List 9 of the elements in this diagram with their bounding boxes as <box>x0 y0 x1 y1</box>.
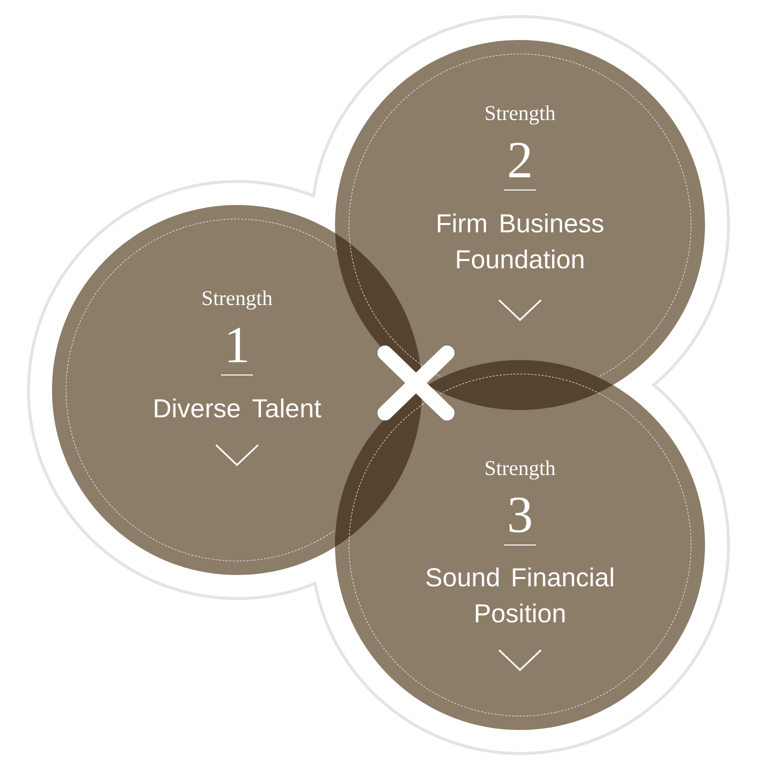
strength-number: 2 <box>509 142 530 178</box>
strength-number: 1 <box>228 328 247 362</box>
strength-label: Strength <box>202 290 272 310</box>
strength-title: Sound Financial Position <box>426 567 614 623</box>
strength-title: Diverse Talent <box>154 398 322 418</box>
strength-label: Strength <box>486 460 556 480</box>
strength-title: Firm Business Foundation <box>438 213 604 269</box>
strength-label: Strength <box>486 105 556 125</box>
strength-number: 3 <box>510 498 531 532</box>
